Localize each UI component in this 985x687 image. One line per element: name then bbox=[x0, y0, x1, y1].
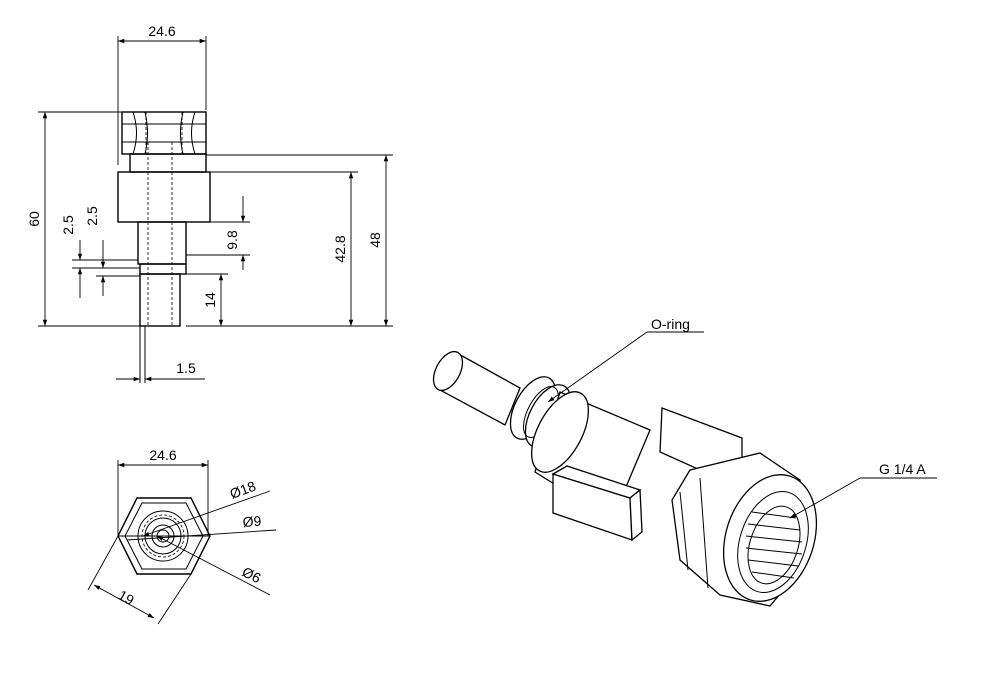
dim-body-length-label: 42.8 bbox=[332, 235, 348, 262]
dim-grooves: 2.5 2.5 bbox=[60, 206, 140, 298]
dim-overall-height-label: 60 bbox=[26, 211, 42, 227]
o-ring-band bbox=[139, 263, 187, 275]
dim-body-lengths: 42.8 48 bbox=[186, 154, 393, 327]
dim-groove-b-label: 2.5 bbox=[84, 206, 100, 226]
stem bbox=[137, 221, 187, 265]
dim-top-width: 24.6 bbox=[117, 23, 207, 165]
dim-hex-across: 19 bbox=[87, 535, 192, 625]
dia-inner-label: Ø6 bbox=[240, 563, 264, 586]
dim-tip-length: 14 bbox=[186, 273, 228, 326]
dim-tip-length-label: 14 bbox=[202, 292, 218, 308]
dim-overall-height: 60 bbox=[26, 111, 140, 327]
dim-top-width-label: 24.6 bbox=[148, 23, 175, 39]
valve-body bbox=[117, 171, 211, 223]
callout-thread-label: G 1/4 A bbox=[879, 461, 926, 477]
callout-o-ring-label: O-ring bbox=[651, 316, 690, 332]
dim-nut-to-oring: 9.8 bbox=[186, 196, 250, 270]
dim-nut-to-oring-label: 9.8 bbox=[224, 230, 240, 250]
callout-o-ring: O-ring bbox=[547, 316, 704, 403]
callout-thread: G 1/4 A bbox=[789, 461, 937, 519]
lower-stem bbox=[139, 273, 181, 327]
dim-end-width: 24.6 bbox=[117, 447, 209, 536]
dim-tip-diameter-label: 1.5 bbox=[176, 360, 196, 376]
dim-end-width-label: 24.6 bbox=[149, 447, 176, 463]
dia-outer-label: Ø18 bbox=[228, 478, 259, 502]
threaded-face bbox=[722, 474, 818, 602]
dim-total-length-label: 48 bbox=[367, 232, 383, 248]
dim-tip-diameter: 1.5 bbox=[116, 360, 205, 382]
dim-groove-a-label: 2.5 bbox=[60, 215, 76, 235]
dia-mid-label: Ø9 bbox=[242, 513, 262, 530]
end-view bbox=[117, 497, 211, 575]
nut-neck bbox=[129, 153, 207, 173]
dim-hex-across-label: 19 bbox=[116, 587, 138, 609]
side-view bbox=[117, 111, 211, 383]
isometric-view bbox=[432, 350, 818, 607]
